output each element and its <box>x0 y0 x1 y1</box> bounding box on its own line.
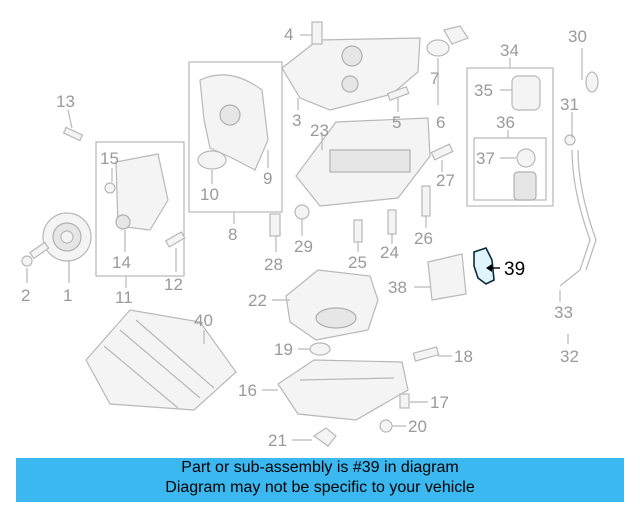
washer-20 <box>379 419 393 433</box>
oil-pan-lower <box>277 359 409 421</box>
callout-22: 22 <box>248 291 267 310</box>
callout-30: 30 <box>568 27 587 46</box>
callout-16: 16 <box>238 381 257 400</box>
callout-12: 12 <box>164 275 183 294</box>
gasket-5 <box>386 85 410 101</box>
callout-35: 35 <box>474 81 493 100</box>
callout-24: 24 <box>380 243 399 262</box>
dipstick-tube <box>559 149 591 287</box>
callout-38: 38 <box>388 278 407 297</box>
callout-6: 6 <box>436 113 445 132</box>
callout-20: 20 <box>408 417 427 436</box>
callout-18: 18 <box>454 347 473 366</box>
bolt-13 <box>62 126 84 142</box>
banner-line-2: Diagram may not be specific to your vehi… <box>165 479 475 496</box>
stud-24 <box>387 209 397 235</box>
bolt-12 <box>164 231 186 248</box>
stud-26 <box>421 185 431 217</box>
callout-31: 31 <box>560 95 579 114</box>
callout-7: 7 <box>430 69 439 88</box>
callout-8: 8 <box>228 225 237 244</box>
callout-37: 37 <box>476 149 495 168</box>
callout-26: 26 <box>414 229 433 248</box>
oil-cooler-gasket-highlighted <box>473 247 495 285</box>
intake-manifold <box>85 309 237 411</box>
callout-4: 4 <box>284 25 293 44</box>
callout-9: 9 <box>263 169 272 188</box>
callout-13: 13 <box>56 92 75 111</box>
callout-5: 5 <box>392 113 401 132</box>
seal-cover <box>115 153 169 231</box>
callout-25: 25 <box>348 253 367 272</box>
info-banner: Part or sub-assembly is #39 in diagram D… <box>16 458 624 502</box>
bracket-27 <box>430 143 454 161</box>
baffle-18 <box>412 346 440 362</box>
leader-lines <box>26 34 583 441</box>
callout-3: 3 <box>292 111 301 130</box>
oil-cap <box>426 39 450 57</box>
callout-1: 1 <box>63 286 72 305</box>
callout-11: 11 <box>115 288 133 307</box>
oil-filter-housing <box>511 75 541 111</box>
callout-36: 36 <box>496 113 515 132</box>
callout-39-highlighted: 39 <box>504 259 525 280</box>
drain-plug-17 <box>399 393 410 409</box>
callout-32: 32 <box>560 347 579 366</box>
callout-29: 29 <box>294 237 313 256</box>
filter-element <box>513 171 537 201</box>
pulley-bolt <box>21 241 50 267</box>
oil-pump-seal <box>309 342 331 356</box>
callout-21: 21 <box>268 431 287 450</box>
oil-pan-upper <box>285 269 379 341</box>
frame-timing-cover <box>188 61 283 213</box>
plug-29 <box>294 204 310 220</box>
callout-labels: 1 2 3 4 5 6 7 8 9 10 11 12 13 14 15 16 1… <box>21 25 587 450</box>
callout-27: 27 <box>436 171 455 190</box>
callout-2: 2 <box>21 286 30 305</box>
parts-diagram: 1 2 3 4 5 6 7 8 9 10 11 12 13 14 15 16 1… <box>21 21 599 450</box>
oil-cooler <box>427 253 467 301</box>
callout-10: 10 <box>200 185 219 204</box>
callout-33: 33 <box>554 303 573 322</box>
frame-filter-insert <box>473 137 547 201</box>
callout-23: 23 <box>310 121 329 140</box>
crank-pulley <box>42 212 92 262</box>
callout-15: 15 <box>100 149 119 168</box>
sensor-28 <box>269 213 281 237</box>
stud-25 <box>353 219 363 243</box>
callout-28: 28 <box>264 255 283 274</box>
callout-17: 17 <box>430 393 449 412</box>
callout-14: 14 <box>112 253 131 272</box>
banner-line-1: Part or sub-assembly is #39 in diagram <box>181 459 459 476</box>
callout-34: 34 <box>500 41 519 60</box>
seal-ring <box>197 150 227 170</box>
frame-seal-group <box>95 141 185 277</box>
callout-19: 19 <box>274 340 293 359</box>
cylinder-head-cover <box>281 37 421 111</box>
bolt-4 <box>311 21 323 45</box>
sensor-21 <box>312 427 337 447</box>
callout-40: 40 <box>194 311 213 330</box>
